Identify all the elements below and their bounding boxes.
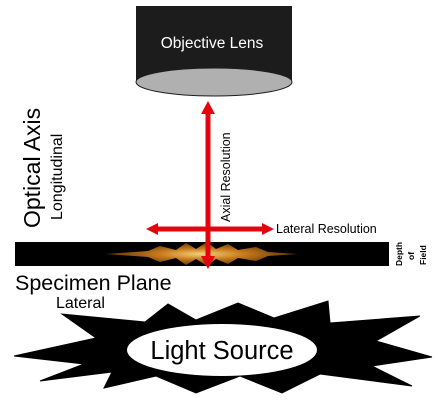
objective-lens-face [135, 67, 293, 97]
lateral-resolution-arrow [146, 223, 274, 235]
light-source: Light Source [13, 300, 433, 394]
depth-of-field-label: Depth of Field [394, 242, 428, 266]
light-source-core [127, 324, 317, 376]
specimen-plane-label: Specimen Plane [15, 271, 172, 295]
objective-lens: Objective Lens [135, 6, 293, 97]
axial-resolution-arrow [201, 101, 215, 269]
lateral-label: Lateral [56, 295, 105, 312]
longitudinal-label: Longitudinal [49, 134, 66, 220]
light-source-label: Light Source [150, 337, 293, 365]
axial-resolution-label: Axial Resolution [219, 132, 233, 222]
lateral-resolution-label: Lateral Resolution [276, 222, 377, 236]
specimen-glow [105, 242, 298, 266]
optical-axis-label: Optical Axis [19, 108, 45, 228]
depth-of-field-line-1: Depth [394, 242, 404, 266]
objective-lens-label: Objective Lens [161, 35, 264, 52]
depth-of-field-line-3: Field [418, 245, 428, 265]
depth-of-field-line-2: of [406, 252, 416, 260]
specimen-plane [15, 242, 389, 266]
